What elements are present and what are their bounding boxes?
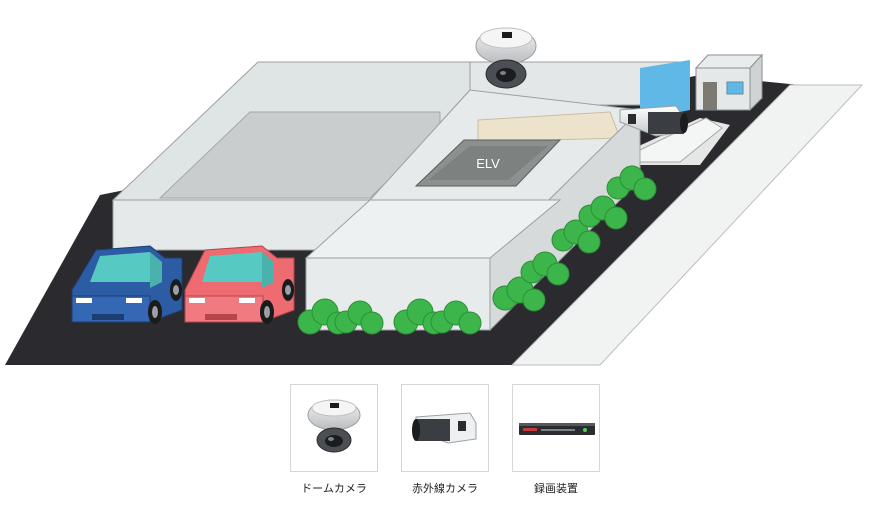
shrub — [551, 219, 601, 254]
dvr-recorder-icon — [519, 423, 595, 435]
shrub — [334, 300, 384, 335]
shrub-row — [297, 165, 657, 335]
car-blue — [71, 245, 183, 324]
shrub — [606, 165, 657, 201]
elevator-top — [428, 146, 548, 180]
building-window-strip — [640, 60, 690, 120]
legend-label-dome-camera: ドームカメラ — [301, 482, 367, 495]
guardhouse-door — [703, 82, 717, 110]
shrub — [578, 195, 628, 230]
bullet-camera-icon — [412, 412, 477, 444]
elevator-label: ELV — [476, 156, 500, 171]
sidewalk — [510, 84, 864, 366]
car-red — [184, 245, 295, 324]
building-south-block-roof — [304, 199, 562, 259]
legend-label-bullet-camera: 赤外線カメラ — [412, 482, 478, 495]
shrub — [430, 300, 482, 335]
legend-card-bullet-camera — [401, 384, 489, 472]
shrub — [393, 298, 446, 335]
bullet-camera-icon — [619, 105, 688, 137]
legend-card-dome-camera — [290, 384, 378, 472]
site-layout-diagram: ELV — [5, 27, 864, 366]
courtyard — [158, 111, 441, 199]
dome-camera-icon — [475, 27, 537, 89]
entrance-steps — [639, 117, 723, 163]
legend-label-dvr-recorder: 録画装置 — [534, 482, 578, 495]
guardhouse-window — [726, 81, 744, 95]
shrub — [492, 276, 546, 312]
legend-card-dvr-recorder — [512, 384, 600, 472]
guardhouse-side — [749, 53, 763, 112]
dome-camera-icon — [307, 399, 361, 453]
shrub — [520, 251, 570, 286]
